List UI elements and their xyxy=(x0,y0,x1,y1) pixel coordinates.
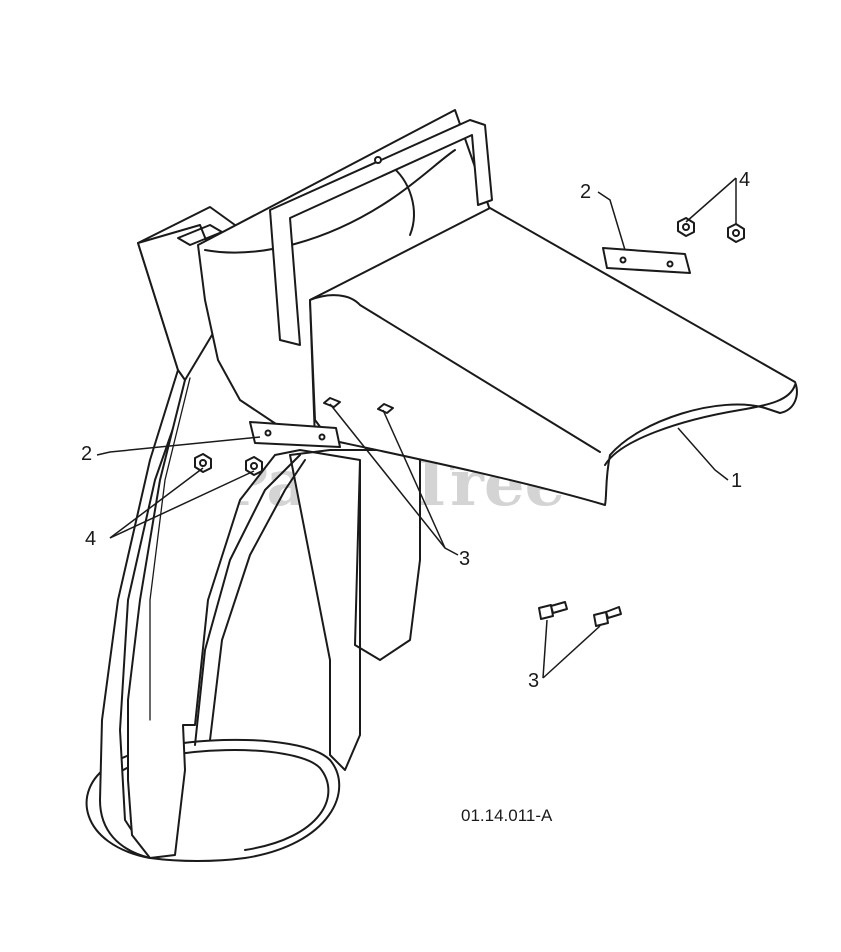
callout-part-1: 1 xyxy=(731,470,742,492)
callout-part-4-upper: 4 xyxy=(739,169,750,191)
plate-upper-hole-2 xyxy=(666,260,674,268)
main-chute-part xyxy=(309,207,798,506)
mounting-plate-lower xyxy=(249,421,341,448)
housing-bracket xyxy=(269,119,493,346)
callout-part-2-lower: 2 xyxy=(81,443,92,465)
callout-part-3-loose: 3 xyxy=(528,670,539,692)
deflector-housing xyxy=(197,109,493,441)
leader-part-3-loose-a xyxy=(542,619,548,679)
callout-part-4-lower: 4 xyxy=(85,528,96,550)
bolt-loose-2-head xyxy=(593,611,609,627)
nut-lower-1-hole xyxy=(199,459,207,467)
housing-opening xyxy=(204,149,456,254)
callout-part-3-upper: 3 xyxy=(459,548,470,570)
callout-labels: 1 2 2 3 3 4 4 xyxy=(81,169,750,692)
mounting-plate-upper xyxy=(602,247,691,274)
nut-lower-2-hole xyxy=(250,462,258,470)
bolt-loose-1-shank xyxy=(550,601,568,614)
bolt-loose-1-head xyxy=(538,604,554,620)
bolts-loose xyxy=(538,601,622,627)
leader-part-3-loose-b xyxy=(542,625,601,679)
nuts-upper xyxy=(677,217,745,243)
plate-upper-hole-1 xyxy=(619,256,627,264)
leader-part-3-upper-b xyxy=(382,409,446,549)
leader-part-4-upper-a xyxy=(685,177,737,223)
nut-upper-2-hole xyxy=(732,229,740,237)
nut-upper-1-hole xyxy=(682,223,690,231)
main-chute-crease xyxy=(309,294,601,453)
leader-part-1 xyxy=(677,427,729,481)
nuts-lower xyxy=(194,453,263,476)
figure-id: 01.14.011-A xyxy=(461,806,553,825)
leader-part-4-lower-a xyxy=(109,467,204,539)
bolt-loose-2-shank xyxy=(605,606,622,619)
leader-part-2-upper xyxy=(597,191,626,251)
leader-part-4-lower-b xyxy=(109,470,255,539)
callout-part-2-upper: 2 xyxy=(580,181,591,203)
leader-part-2-lower xyxy=(96,436,261,456)
chute-front-seam xyxy=(149,377,191,721)
main-chute-body xyxy=(309,207,798,506)
bracket-bolt-hole xyxy=(374,156,382,164)
plate-upper-shape xyxy=(602,247,691,274)
plate-lower-hole-1 xyxy=(264,429,272,437)
plate-lower-shape xyxy=(249,421,341,448)
main-chute-lip xyxy=(604,384,796,466)
plate-lower-hole-2 xyxy=(318,433,326,441)
chute-inner-edge xyxy=(194,454,306,746)
leader-lines xyxy=(96,177,737,679)
